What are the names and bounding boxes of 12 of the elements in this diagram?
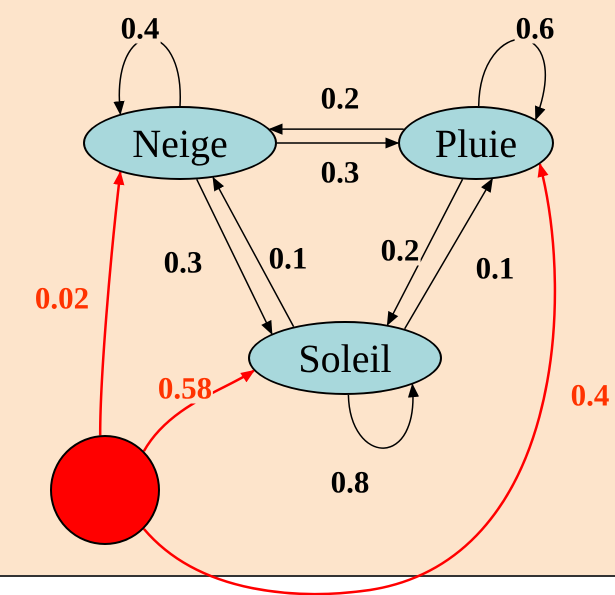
transition-arrow	[277, 137, 400, 149]
transition-arrow	[196, 179, 272, 335]
transition-arrow	[478, 38, 546, 121]
state-name: Soleil	[298, 334, 392, 382]
state-name: Pluie	[434, 120, 518, 166]
transition-arrow	[348, 383, 418, 449]
transition-arrow	[268, 124, 404, 135]
transition-arrow	[386, 179, 464, 326]
transition-arrow	[404, 178, 493, 330]
state-name: Neige	[132, 120, 228, 166]
transition-arrow	[98, 170, 124, 436]
transition-arrow	[143, 162, 556, 595]
